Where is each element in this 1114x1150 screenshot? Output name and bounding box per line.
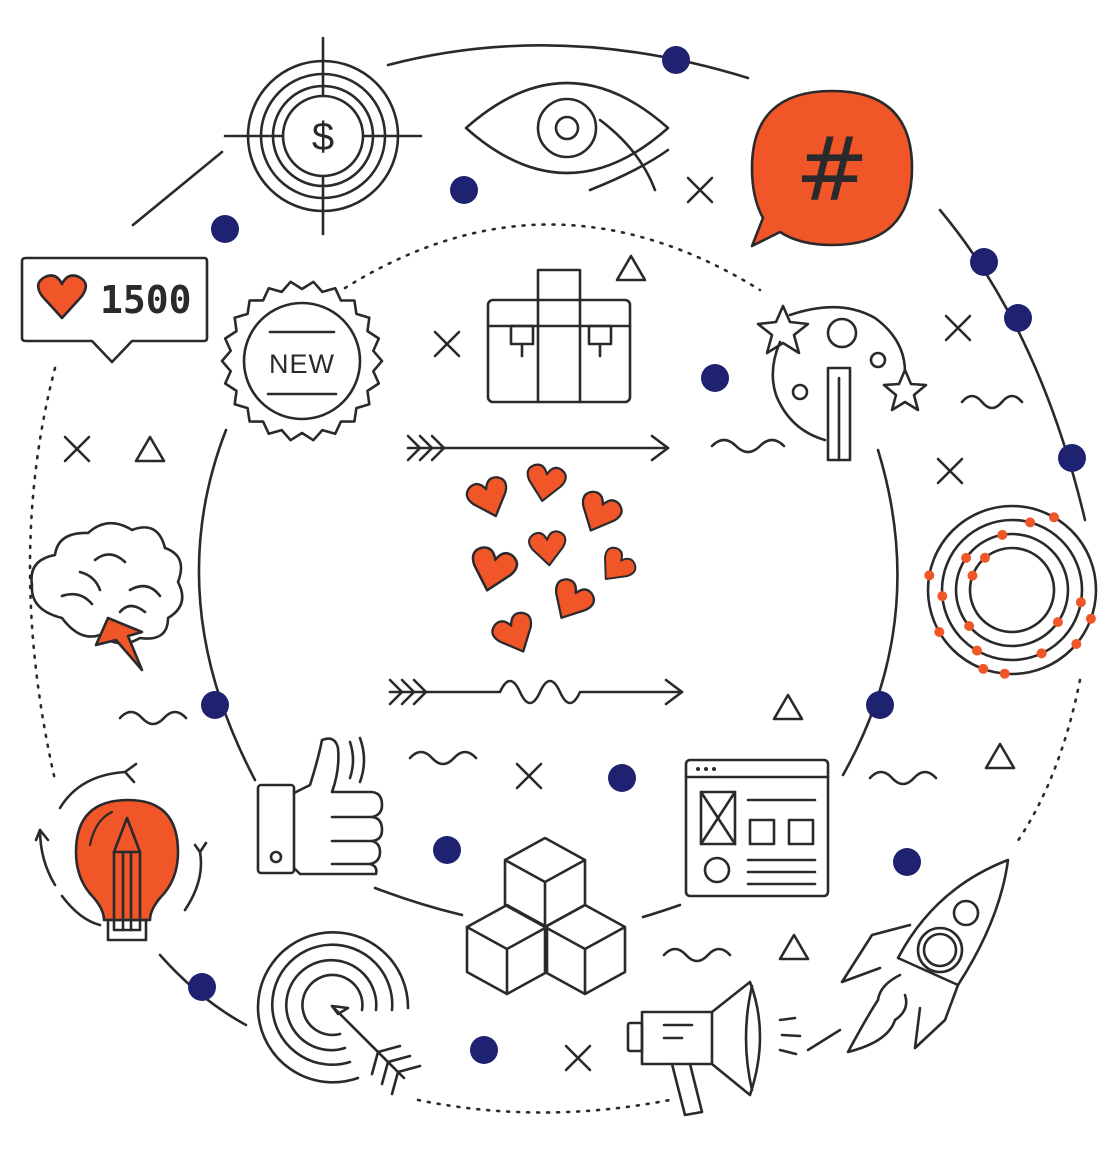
- megaphone-icon: [626, 980, 802, 1117]
- like-count: 1500: [100, 278, 192, 322]
- cross-mark: [63, 435, 91, 463]
- browser-window-icon: [684, 758, 830, 898]
- orbit-dot: [967, 570, 978, 581]
- squiggle-mark: [710, 438, 786, 454]
- triangle-mark: [772, 693, 804, 721]
- squiggle-mark: [662, 947, 732, 963]
- orbit-dot: [1052, 617, 1063, 628]
- thumbs-up-icon: [256, 736, 384, 876]
- hashtag-bubble-icon: #: [750, 89, 914, 248]
- orbit-dot: [1036, 648, 1047, 659]
- squiggle-mark: [960, 394, 1024, 410]
- star-icon: [882, 368, 928, 412]
- triangle-mark: [778, 933, 810, 961]
- navy-dot: [470, 1036, 498, 1064]
- dollar-target-icon: $: [223, 36, 423, 236]
- orbit-dot: [978, 663, 989, 674]
- squiggle-mark: [408, 750, 478, 766]
- orbit-dot: [997, 529, 1008, 540]
- rocket-icon: [840, 858, 1010, 1054]
- arrow-wavy: [388, 678, 684, 706]
- navy-dot: [893, 848, 921, 876]
- cross-mark: [944, 314, 972, 342]
- lightbulb-pencil-icon: [34, 762, 208, 942]
- navy-dot: [608, 764, 636, 792]
- navy-dot: [866, 691, 894, 719]
- navy-dot: [701, 364, 729, 392]
- navy-dot: [662, 46, 690, 74]
- new-badge-icon: NEW: [220, 280, 384, 442]
- orbit-dot: [937, 591, 948, 602]
- heart-icon: [528, 530, 567, 567]
- star-icon: [756, 304, 810, 355]
- orbit-dot: [924, 570, 935, 581]
- heart-icon: [471, 546, 519, 592]
- orbit-dot: [972, 645, 982, 656]
- triangle-marks: [134, 254, 1016, 961]
- new-label: NEW: [269, 349, 335, 379]
- squiggle-marks: [118, 394, 1024, 963]
- cubes-icon: [465, 836, 627, 996]
- briefcase-icon: [486, 268, 632, 404]
- orbit-dot: [964, 621, 975, 631]
- arrow-target-icon: [256, 931, 422, 1096]
- orbit-dot: [1075, 597, 1086, 608]
- navy-dot: [450, 176, 478, 204]
- orbit-dot: [1071, 639, 1082, 649]
- navy-dot: [433, 836, 461, 864]
- navy-dot: [1058, 444, 1086, 472]
- navy-dot: [201, 691, 229, 719]
- heart-icon: [554, 578, 596, 619]
- orbit-dot: [1025, 517, 1036, 528]
- eye-icon: [464, 81, 670, 192]
- orbit-circles-icon: [924, 504, 1098, 679]
- hashtag-symbol: #: [795, 118, 869, 221]
- inner-ring: [197, 223, 899, 919]
- cross-marks: [63, 176, 972, 1072]
- cross-mark: [936, 457, 964, 485]
- triangle-mark: [984, 742, 1016, 770]
- cross-mark: [686, 176, 714, 204]
- triangle-mark: [134, 435, 166, 463]
- heart-icon: [526, 463, 567, 503]
- brain-idea-icon: [30, 521, 184, 672]
- navy-dots: [188, 46, 1086, 1064]
- navy-dot: [1004, 304, 1032, 332]
- squiggle-mark: [868, 770, 938, 786]
- like-counter-badge: 1500: [20, 256, 209, 364]
- cross-mark: [433, 330, 461, 358]
- heart-icon: [581, 490, 623, 532]
- cross-mark: [564, 1044, 592, 1072]
- hearts-cluster: [465, 463, 637, 653]
- outer-ring: [28, 44, 1087, 1114]
- orbit-dot: [961, 552, 972, 563]
- dollar-symbol: $: [312, 115, 334, 159]
- orbit-dot: [999, 668, 1010, 679]
- arrow-top: [406, 434, 670, 462]
- orbit-dot: [1049, 512, 1059, 523]
- heart-icon: [36, 274, 88, 320]
- orbit-dot: [934, 627, 945, 637]
- triangle-mark: [615, 254, 647, 282]
- navy-dot: [970, 248, 998, 276]
- orbit-dot: [1085, 613, 1096, 624]
- heart-icon: [465, 476, 508, 518]
- orbit-dot: [980, 552, 990, 563]
- palette-brush-icon: [756, 304, 928, 462]
- navy-dot: [188, 973, 216, 1001]
- navy-dot: [211, 215, 239, 243]
- cross-mark: [515, 762, 543, 790]
- heart-icon: [491, 611, 533, 653]
- heart-icon: [604, 546, 637, 580]
- squiggle-mark: [118, 710, 188, 726]
